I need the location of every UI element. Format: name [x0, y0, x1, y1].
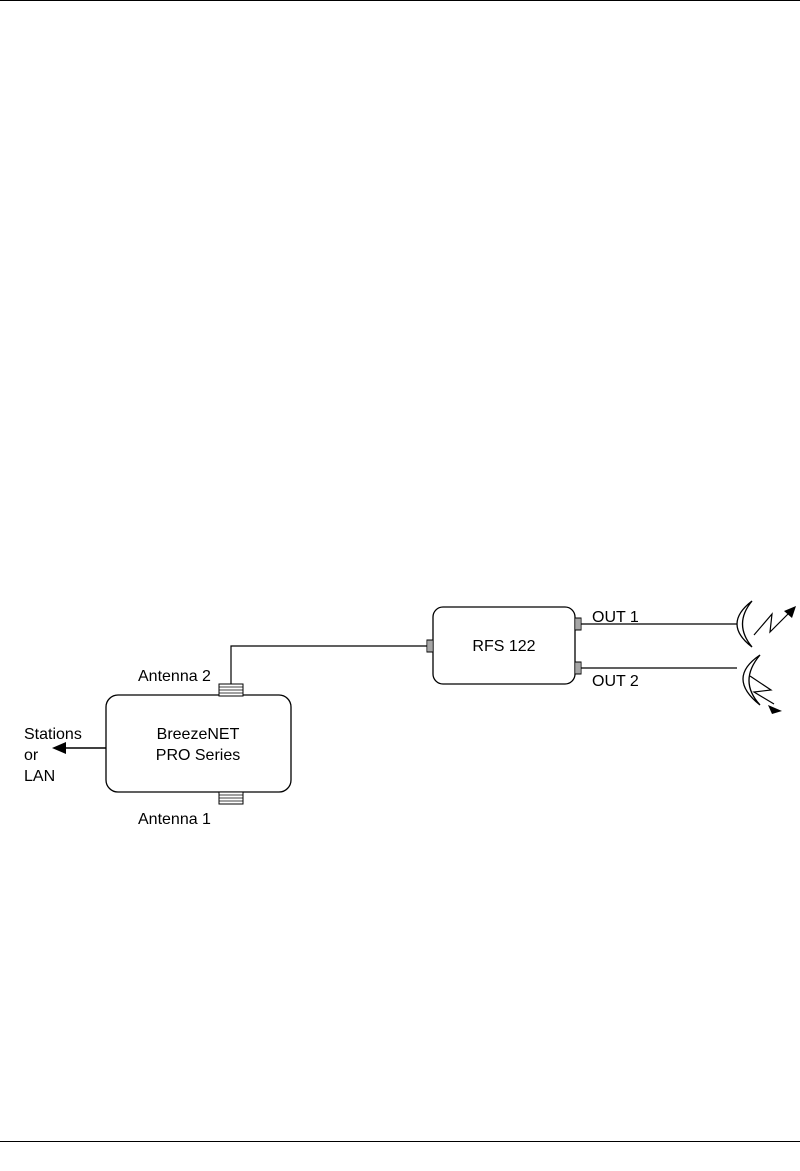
breezenet-label-line1: BreezeNET — [157, 726, 240, 743]
breezenet-label-line2: PRO Series — [156, 747, 240, 764]
lan-arrow — [52, 742, 106, 754]
antenna2-connector-icon — [219, 684, 243, 696]
out1-label: OUT 1 — [592, 609, 639, 626]
rfs-input-connector-icon — [427, 640, 433, 652]
dish-antenna-out2-icon — [743, 655, 782, 714]
arrow-left-icon — [52, 742, 66, 754]
rfs122-label: RFS 122 — [472, 638, 535, 655]
out1-connector-icon — [575, 618, 581, 630]
out2-connector-icon — [575, 662, 581, 674]
dish-antenna-out1-icon — [737, 601, 796, 647]
antenna1-connector-icon — [219, 792, 243, 804]
lan-label-line2: or — [24, 747, 39, 764]
rfs122-device: RFS 122 — [433, 607, 575, 684]
out2-label: OUT 2 — [592, 673, 639, 690]
antenna1-label: Antenna 1 — [138, 811, 211, 828]
cable-antenna2-rfs — [231, 646, 427, 684]
breezenet-device: BreezeNET PRO Series — [106, 695, 291, 792]
lan-label-line1: Stations — [24, 726, 82, 743]
breezenet-device-box — [106, 695, 291, 792]
antenna2-label: Antenna 2 — [138, 668, 211, 685]
lan-label-line3: LAN — [24, 768, 55, 785]
